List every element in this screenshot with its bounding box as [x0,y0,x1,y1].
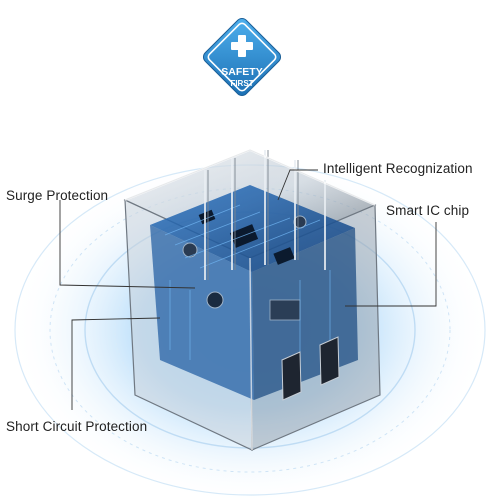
medical-cross-icon [231,35,253,57]
badge-line1: SAFETY [221,66,262,78]
transparent-adapter-cube-image [123,148,381,451]
leader-surge [59,200,196,289]
callout-smart-ic-chip: Smart IC chip [386,203,470,218]
leader-intelligent [277,169,318,201]
leader-short [71,317,161,410]
callout-surge-protection: Surge Protection [6,188,109,203]
callout-intelligent-recognization: Intelligent Recognization [323,161,473,176]
leader-smart [345,222,437,307]
callout-lines [59,169,437,410]
badge-line2: FIRST [230,79,253,88]
callout-short-circuit-protection: Short Circuit Protection [6,419,148,434]
